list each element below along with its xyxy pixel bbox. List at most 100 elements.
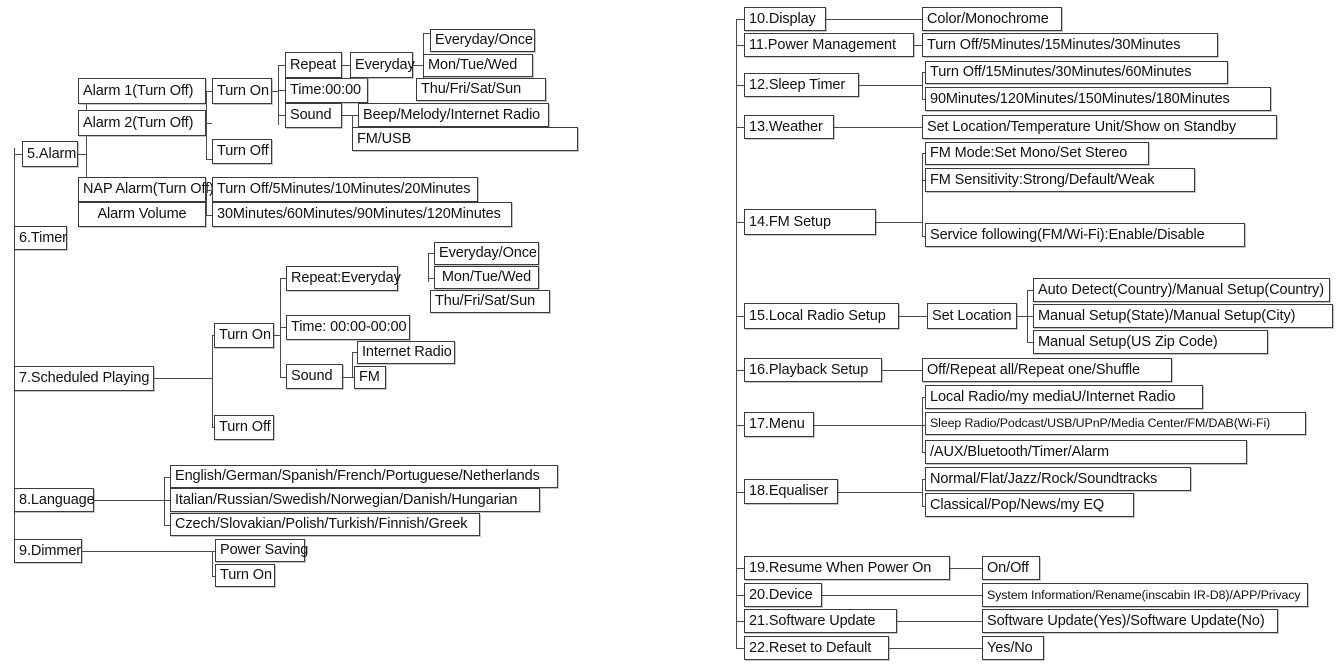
node-sleep-timer-row-2[interactable]: 90Minutes/120Minutes/150Minutes/180Minut… xyxy=(925,87,1271,111)
connector xyxy=(736,370,744,372)
node-sched-sound[interactable]: Sound xyxy=(286,364,343,389)
node-menu-row-2[interactable]: Sleep Radio/Podcast/USB/UPnP/Media Cente… xyxy=(925,412,1306,435)
node-nap-options-1[interactable]: Turn Off/5Minutes/10Minutes/20Minutes xyxy=(212,177,478,202)
connector xyxy=(278,65,280,125)
node-manual-setup-state-city[interactable]: Manual Setup(State)/Manual Setup(City) xyxy=(1033,304,1333,328)
node-resume-when-power-on[interactable]: 19.Resume When Power On xyxy=(744,556,950,580)
node-equaliser[interactable]: 18.Equaliser xyxy=(744,479,838,504)
node-alarm-turn-off[interactable]: Turn Off xyxy=(212,139,272,164)
node-alarm[interactable]: 5.Alarm xyxy=(22,141,78,167)
node-sched-turn-on[interactable]: Turn On xyxy=(214,323,274,348)
node-display-options[interactable]: Color/Monochrome xyxy=(922,7,1062,31)
node-menu[interactable]: 17.Menu xyxy=(744,412,814,437)
node-alarm-sound[interactable]: Sound xyxy=(285,103,342,128)
node-dimmer-turn-on[interactable]: Turn On xyxy=(215,564,275,587)
connector xyxy=(922,72,927,74)
node-display[interactable]: 10.Display xyxy=(744,7,826,31)
node-sched-turn-off[interactable]: Turn Off xyxy=(214,415,274,440)
connector xyxy=(822,595,982,597)
node-fm-setup[interactable]: 14.FM Setup xyxy=(744,209,876,235)
node-language-row-2[interactable]: Italian/Russian/Swedish/Norwegian/Danish… xyxy=(170,488,540,512)
node-device[interactable]: 20.Device xyxy=(744,583,822,607)
node-power-management-options[interactable]: Turn Off/5Minutes/15Minutes/30Minutes xyxy=(922,33,1218,57)
node-alarm-thu-fri-sat-sun[interactable]: Thu/Fri/Sat/Sun xyxy=(416,78,546,101)
node-device-options[interactable]: System Information/Rename(inscabin IR-D8… xyxy=(982,583,1308,607)
node-label: Italian/Russian/Swedish/Norwegian/Danish… xyxy=(175,491,518,508)
node-label: Mon/Tue/Wed xyxy=(441,269,532,286)
connector xyxy=(922,72,924,99)
node-reset-to-default[interactable]: 22.Reset to Default xyxy=(744,636,889,660)
connector xyxy=(86,91,88,216)
node-alarm-everyday-once[interactable]: Everyday/Once xyxy=(430,29,535,52)
node-alarm-sound-fm-usb[interactable]: FM/USB xyxy=(352,127,578,151)
node-dimmer-power-saving[interactable]: Power Saving xyxy=(215,539,308,562)
node-label: 8.Language xyxy=(19,491,95,508)
node-nap-alarm[interactable]: NAP Alarm(Turn Off) xyxy=(78,177,214,202)
node-sched-time[interactable]: Time: 00:00-00:00 xyxy=(286,315,410,340)
node-language-row-3[interactable]: Czech/Slovakian/Polish/Turkish/Finnish/G… xyxy=(170,513,480,536)
node-label: 9.Dimmer xyxy=(19,542,82,559)
node-menu-row-3[interactable]: /AUX/Bluetooth/Timer/Alarm xyxy=(925,440,1247,464)
node-fm-service-following[interactable]: Service following(FM/Wi-Fi):Enable/Disab… xyxy=(925,223,1245,247)
node-fm-mode[interactable]: FM Mode:Set Mono/Set Stereo xyxy=(925,142,1149,165)
node-local-radio-setup[interactable]: 15.Local Radio Setup xyxy=(744,303,899,329)
node-label: Service following(FM/Wi-Fi):Enable/Disab… xyxy=(930,226,1205,243)
node-manual-setup-zip[interactable]: Manual Setup(US Zip Code) xyxy=(1033,330,1268,354)
node-sleep-timer-row-1[interactable]: Turn Off/15Minutes/30Minutes/60Minutes xyxy=(925,61,1228,84)
node-resume-options[interactable]: On/Off xyxy=(982,556,1040,580)
node-language-row-1[interactable]: English/German/Spanish/French/Portuguese… xyxy=(170,465,558,488)
node-reset-options[interactable]: Yes/No xyxy=(982,636,1044,660)
connector xyxy=(343,377,352,379)
node-power-management[interactable]: 11.Power Management xyxy=(744,33,914,57)
node-label: Sound xyxy=(290,107,332,124)
node-sched-internet-radio[interactable]: Internet Radio xyxy=(357,341,455,364)
node-alarm-2[interactable]: Alarm 2(Turn Off) xyxy=(78,110,206,136)
node-sleep-timer[interactable]: 12.Sleep Timer xyxy=(744,73,859,97)
node-weather-options[interactable]: Set Location/Temperature Unit/Show on St… xyxy=(922,115,1277,139)
node-alarm-turn-on[interactable]: Turn On xyxy=(212,78,272,104)
node-alarm-1[interactable]: Alarm 1(Turn Off) xyxy=(78,78,206,104)
connector xyxy=(164,500,170,502)
node-auto-detect-country[interactable]: Auto Detect(Country)/Manual Setup(Countr… xyxy=(1033,278,1330,302)
node-label: 7.Scheduled Playing xyxy=(19,370,150,387)
node-sched-repeat[interactable]: Repeat:Everyday xyxy=(286,266,401,291)
node-alarm-repeat[interactable]: Repeat xyxy=(285,52,342,78)
node-playback-setup-options[interactable]: Off/Repeat all/Repeat one/Shuffle xyxy=(922,358,1172,382)
connector xyxy=(212,551,217,553)
node-label: Repeat:Everyday xyxy=(291,270,401,287)
node-label: Turn Off/5Minutes/15Minutes/30Minutes xyxy=(927,36,1181,53)
node-label: NAP Alarm(Turn Off) xyxy=(83,181,214,198)
connector xyxy=(736,648,744,650)
node-fm-sensitivity[interactable]: FM Sensitivity:Strong/Default/Weak xyxy=(925,168,1195,192)
node-language[interactable]: 8.Language xyxy=(14,488,95,512)
node-menu-row-1[interactable]: Local Radio/my mediaU/Internet Radio xyxy=(925,385,1203,409)
connector xyxy=(922,452,927,454)
node-sched-everyday-once[interactable]: Everyday/Once xyxy=(434,242,539,265)
node-sched-mon-tue-wed[interactable]: Mon/Tue/Wed xyxy=(434,266,539,289)
node-playback-setup[interactable]: 16.Playback Setup xyxy=(744,358,882,382)
node-alarm-volume[interactable]: Alarm Volume xyxy=(78,202,206,227)
node-alarm-mon-tue-wed[interactable]: Mon/Tue/Wed xyxy=(423,54,533,77)
node-equaliser-row-1[interactable]: Normal/Flat/Jazz/Rock/Soundtracks xyxy=(925,467,1191,491)
node-alarm-repeat-everyday[interactable]: Everyday xyxy=(350,52,415,78)
connector xyxy=(922,99,927,101)
node-scheduled-playing[interactable]: 7.Scheduled Playing xyxy=(14,366,154,391)
node-software-update[interactable]: 21.Software Update xyxy=(744,609,897,633)
node-label: Alarm 2(Turn Off) xyxy=(83,114,194,131)
node-weather[interactable]: 13.Weather xyxy=(744,115,834,139)
node-software-update-options[interactable]: Software Update(Yes)/Software Update(No) xyxy=(982,609,1278,633)
node-timer[interactable]: 6.Timer xyxy=(14,226,67,250)
node-dimmer[interactable]: 9.Dimmer xyxy=(14,539,82,563)
connector xyxy=(164,525,170,527)
connector xyxy=(278,90,285,92)
node-alarm-sound-beep[interactable]: Beep/Melody/Internet Radio xyxy=(358,103,549,127)
node-sched-fm[interactable]: FM xyxy=(354,366,386,389)
node-set-location[interactable]: Set Location xyxy=(927,303,1017,329)
node-alarm-time[interactable]: Time:00:00 xyxy=(285,78,368,103)
connector xyxy=(922,479,927,481)
node-equaliser-row-2[interactable]: Classical/Pop/News/my EQ xyxy=(925,493,1134,517)
node-sched-thu-fri-sat-sun[interactable]: Thu/Fri/Sat/Sun xyxy=(430,290,550,313)
node-nap-options-2[interactable]: 30Minutes/60Minutes/90Minutes/120Minutes xyxy=(212,202,512,227)
node-label: Everyday/Once xyxy=(439,245,537,262)
node-label: 13.Weather xyxy=(749,118,823,135)
